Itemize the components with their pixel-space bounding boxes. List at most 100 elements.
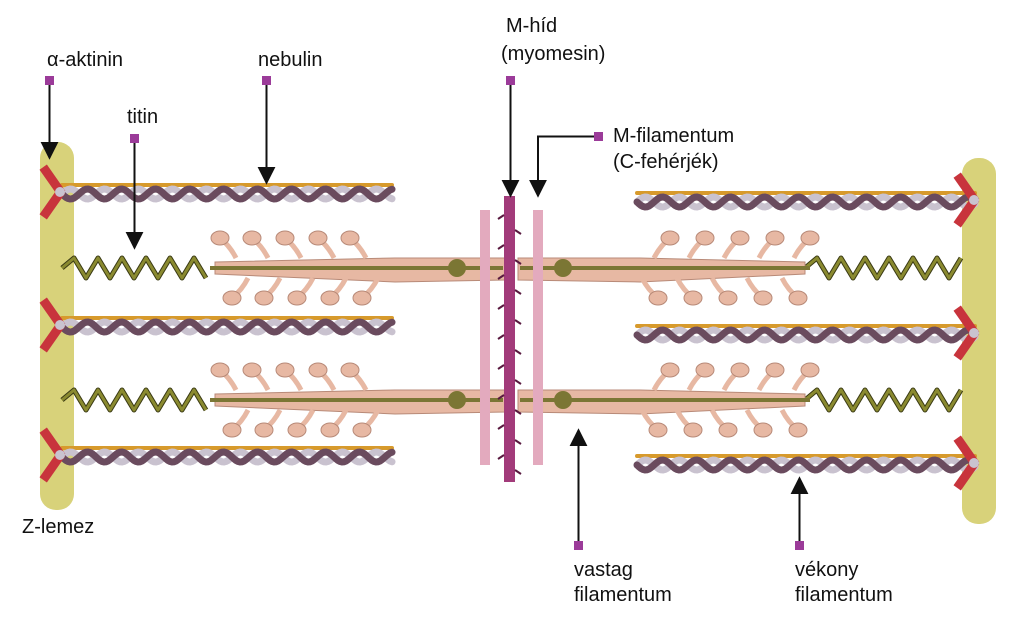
myosin-head xyxy=(765,230,785,246)
m-line-tick xyxy=(497,274,505,280)
myosin-head xyxy=(308,362,328,378)
titin-right-1 xyxy=(803,255,964,281)
thick-node xyxy=(448,259,466,277)
myosin-head xyxy=(800,230,820,246)
actin-strand-light xyxy=(58,318,396,336)
label-m-filament: M-filamentum (C-fehérjék) xyxy=(529,125,734,198)
m-line-tick xyxy=(497,364,505,370)
actin-strand-dark xyxy=(633,456,979,474)
m-line-tick xyxy=(497,304,505,310)
label-nebulin: nebulin xyxy=(257,49,323,185)
titin-strand xyxy=(61,388,208,412)
myosin-head xyxy=(275,362,295,378)
label-titin: titin xyxy=(125,106,158,250)
titin-left-2 xyxy=(60,387,209,413)
label-marker xyxy=(574,541,583,550)
actinin-hub xyxy=(55,187,65,197)
myosin-head xyxy=(648,422,668,438)
myosin-head xyxy=(210,230,230,246)
actinin-left-2 xyxy=(39,297,66,353)
thick-node xyxy=(554,259,572,277)
label-marker xyxy=(506,76,515,85)
titin-strand xyxy=(804,256,963,280)
thin-filament-left-2 xyxy=(58,316,396,336)
actin-strand-dark xyxy=(633,193,979,211)
label-marker xyxy=(45,76,54,85)
myosin-head xyxy=(660,362,680,378)
m-line-tick xyxy=(514,259,522,265)
myosin-head xyxy=(210,362,230,378)
thick-node xyxy=(554,391,572,409)
actinin-right-1 xyxy=(953,172,980,228)
thin-filament-right-3 xyxy=(633,454,979,474)
m-line-tick xyxy=(497,244,505,250)
m-line-tick xyxy=(514,349,522,355)
m-line-tick xyxy=(514,439,522,445)
thin-filament-right-1 xyxy=(633,191,979,211)
label-arrow xyxy=(529,135,594,198)
thick-label-line1: vastag xyxy=(574,559,633,581)
m-line-tick xyxy=(497,454,505,460)
myosin-head xyxy=(320,422,340,438)
titin-strand xyxy=(61,256,208,280)
m-line-tick xyxy=(497,394,505,400)
actinin-hub xyxy=(969,458,979,468)
m-bridge-label-line2: (myomesin) xyxy=(501,43,605,65)
label-marker xyxy=(262,76,271,85)
m-line-tick xyxy=(497,334,505,340)
myosin-head xyxy=(660,230,680,246)
myosin-head xyxy=(683,290,703,306)
z-disc-right xyxy=(962,158,996,524)
label-marker xyxy=(130,134,139,143)
actinin-hub xyxy=(969,328,979,338)
label-marker xyxy=(594,132,603,141)
actinin-hub xyxy=(55,450,65,460)
myosin-head xyxy=(340,230,360,246)
m-filament-bar-right xyxy=(533,210,543,465)
m-line-tick xyxy=(514,289,522,295)
label-marker xyxy=(795,541,804,550)
thick-filament-2 xyxy=(210,362,820,438)
actin-strand-dark xyxy=(58,185,396,203)
titin-left-1 xyxy=(60,255,209,281)
myosin-head xyxy=(308,230,328,246)
thin-label-line2: filamentum xyxy=(795,584,893,606)
myosin-head xyxy=(788,422,808,438)
myosin-head xyxy=(222,290,242,306)
myosin-head xyxy=(788,290,808,306)
myosin-head xyxy=(718,422,738,438)
thick-filament-1 xyxy=(210,230,820,306)
myosin-head xyxy=(287,290,307,306)
label-z-disc: Z-lemez xyxy=(22,516,94,538)
nebulin-label: nebulin xyxy=(258,49,323,71)
myosin-head xyxy=(800,362,820,378)
label-alpha-actinin: α-aktinin xyxy=(40,49,123,160)
m-filament-label-line2: (C-fehérjék) xyxy=(613,151,719,173)
thick-filaments xyxy=(210,230,820,438)
label-thick-filament: vastag filamentum xyxy=(569,428,672,606)
myosin-head xyxy=(242,362,262,378)
m-line-tick xyxy=(514,319,522,325)
m-line-tick xyxy=(514,379,522,385)
myosin-head xyxy=(340,362,360,378)
m-bridge-label-line1: M-híd xyxy=(506,15,557,37)
myosin-head xyxy=(765,362,785,378)
myosin-head xyxy=(275,230,295,246)
myosin-head xyxy=(320,290,340,306)
thick-node xyxy=(448,391,466,409)
actin-strand-dark xyxy=(58,318,396,336)
myosin-head xyxy=(753,422,773,438)
myosin-head xyxy=(730,230,750,246)
myosin-head xyxy=(753,290,773,306)
alpha-actinin-label: α-aktinin xyxy=(47,49,123,71)
myosin-head xyxy=(730,362,750,378)
myosin-head xyxy=(695,362,715,378)
m-line-tick xyxy=(497,214,505,220)
m-line xyxy=(497,196,522,482)
myosin-head xyxy=(648,290,668,306)
myosin-head xyxy=(352,422,372,438)
m-line-ticks xyxy=(497,214,522,475)
thin-filament-left-3 xyxy=(58,446,396,466)
titin-filaments xyxy=(60,255,964,413)
